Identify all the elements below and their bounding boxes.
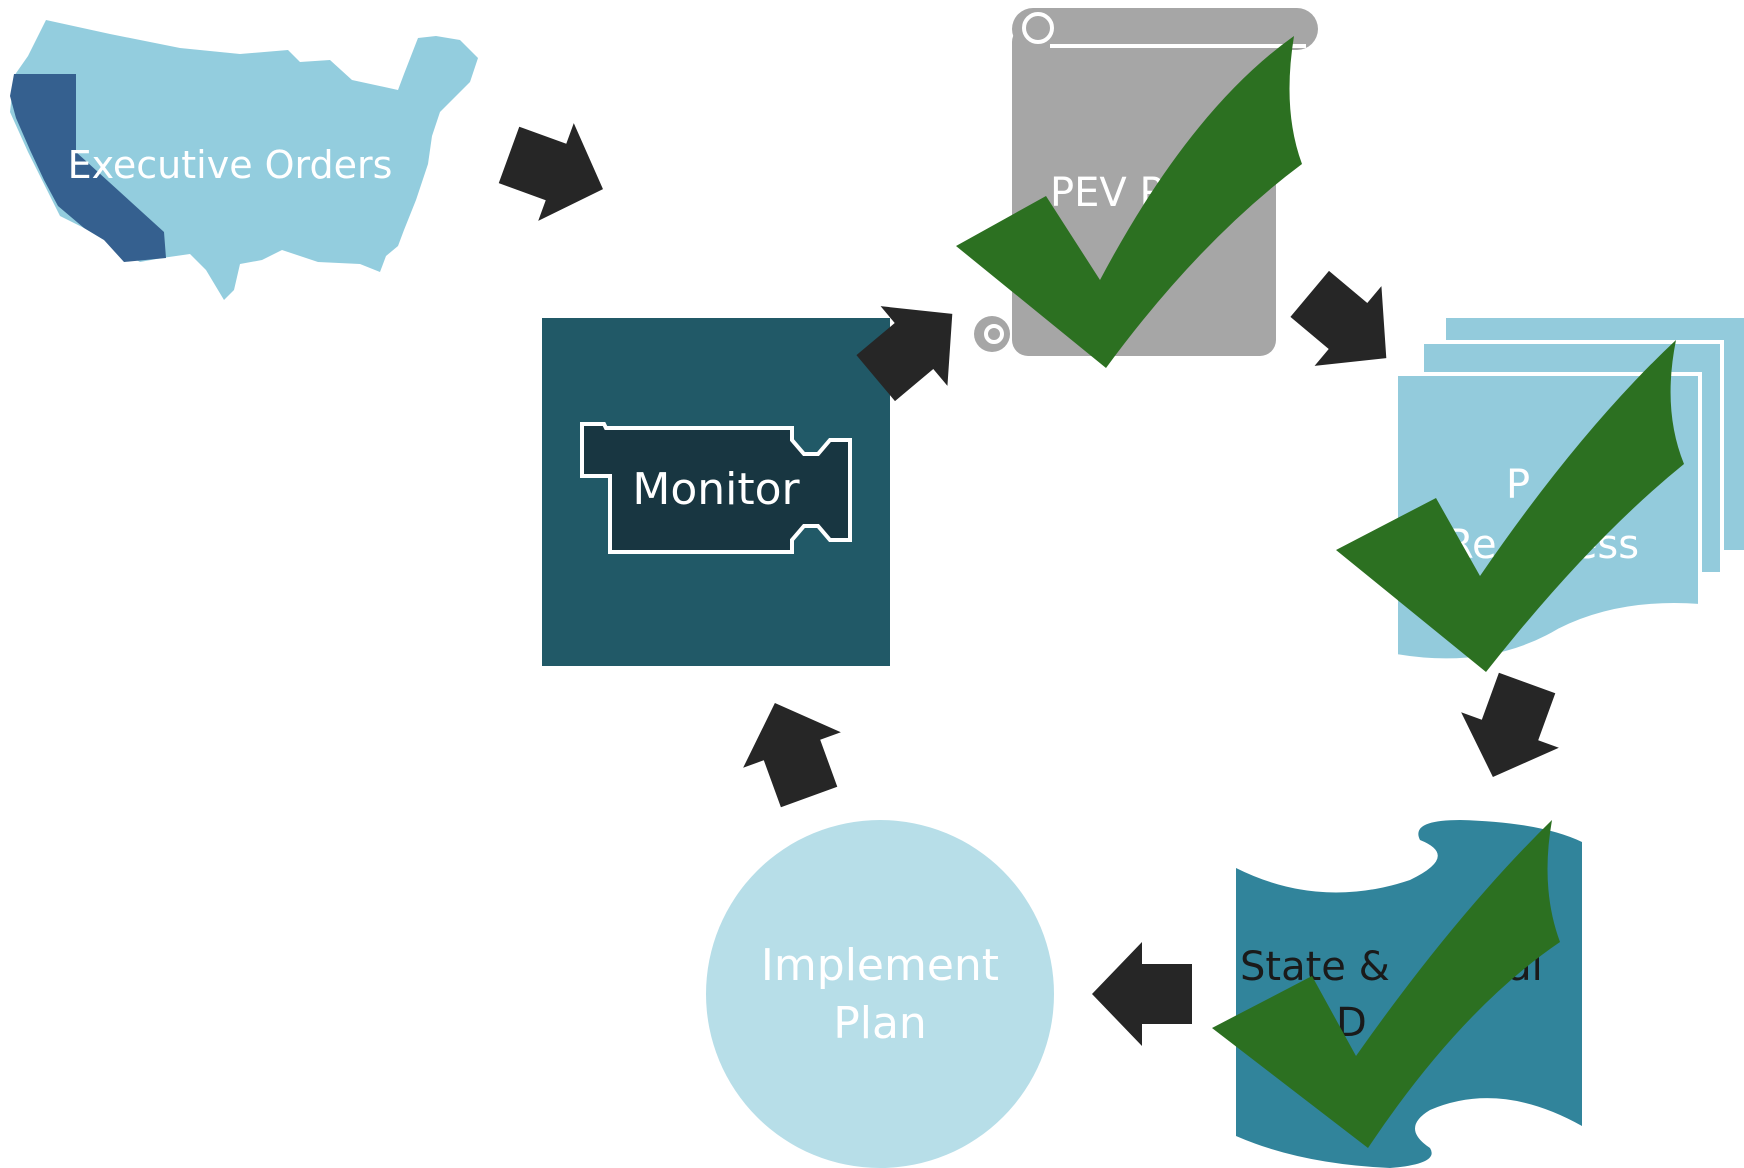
pev-plan-checkmark-icon: [956, 36, 1302, 368]
scroll-top-knob: [1022, 12, 1054, 44]
arrow-pev-plan-to-readiness: [1290, 270, 1387, 366]
circle-icon: [706, 820, 1054, 1168]
pev-readiness-checkmark-icon: [1336, 340, 1684, 672]
us-map-california-icon: [10, 20, 478, 300]
pev-plan-node: PEV P: [956, 8, 1318, 368]
arrow-readiness-to-state-federal: [1461, 672, 1559, 777]
state-federal-node: State & eral D s: [1212, 820, 1582, 1168]
implement-plan-line2: Plan: [833, 998, 927, 1049]
arrow-executive-to-pev-plan: [498, 123, 603, 221]
implement-plan-node: Implement Plan: [706, 820, 1054, 1168]
arrow-state-federal-to-implement: [1092, 942, 1192, 1046]
arrow-implement-to-monitor: [743, 703, 841, 808]
executive-orders-label: Executive Orders: [68, 143, 393, 187]
executive-orders-node: Executive Orders: [10, 20, 478, 300]
scroll-bottom-knob: [974, 316, 1010, 352]
state-federal-checkmark-icon: [1212, 820, 1560, 1148]
flow-arrows: [498, 123, 1559, 1046]
monitor-label: Monitor: [632, 464, 800, 515]
california-shape: [10, 74, 166, 262]
pev-readiness-line1: P: [1506, 462, 1530, 508]
implement-plan-line1: Implement: [761, 940, 999, 991]
scroll-top-roll: [1012, 8, 1318, 50]
arrow-monitor-to-pev-plan: [856, 306, 953, 402]
box-frame-icon: [580, 422, 852, 554]
pev-readiness-node: P Re ness: [1336, 318, 1744, 672]
monitor-node: Monitor: [542, 318, 890, 666]
scroll-bottom-knob-inner: [984, 324, 1004, 344]
